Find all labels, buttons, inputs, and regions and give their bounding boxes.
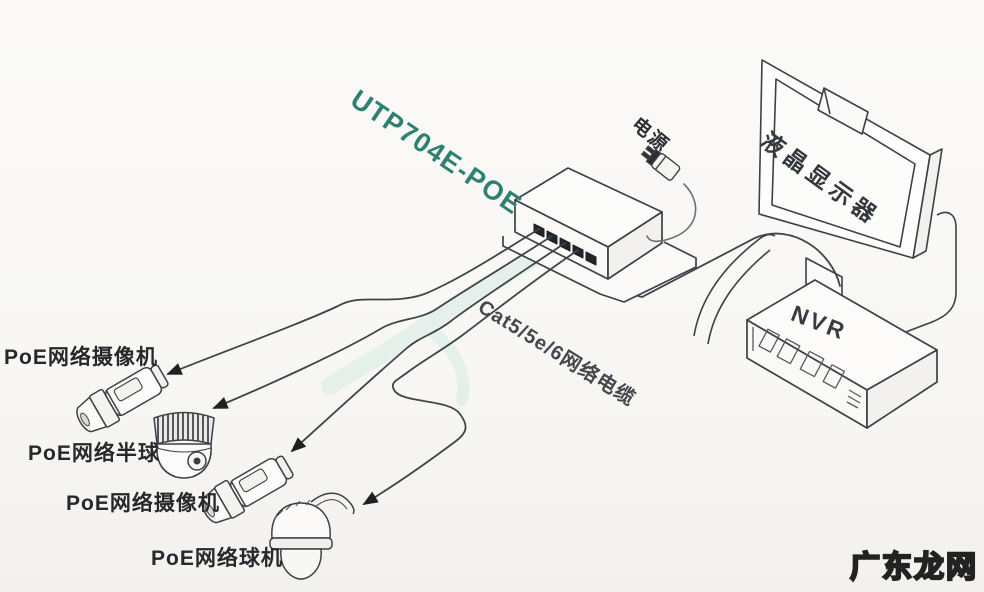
nvr-illustration: [746, 279, 938, 429]
camera-label-bullet-1: PoE网络摄像机: [4, 346, 158, 369]
cable-to-bullet-2: [290, 242, 566, 453]
camera-cables: [166, 228, 579, 505]
camera-label-dome: PoE网络半球: [28, 442, 160, 465]
switch-ports: [533, 223, 597, 266]
monitor-illustration: [693, 59, 957, 345]
watermark: 广东龙网: [849, 550, 978, 585]
camera-label-bullet-2: PoE网络摄像机: [66, 492, 220, 515]
dome-camera-illustration: [153, 411, 215, 479]
camera-label-ptz: PoE网络球机: [151, 547, 283, 570]
ptz-ball-camera-illustration: [269, 492, 355, 580]
bullet-camera-1-illustration: [76, 364, 169, 433]
power-plug-illustration: [640, 145, 697, 243]
cable-to-bullet-1: [166, 228, 540, 375]
bullet-camera-2-illustration: [201, 455, 294, 524]
cable-bundle-tint: [321, 234, 567, 406]
cable-to-ptz: [362, 249, 579, 505]
cable-to-dome: [212, 235, 553, 409]
